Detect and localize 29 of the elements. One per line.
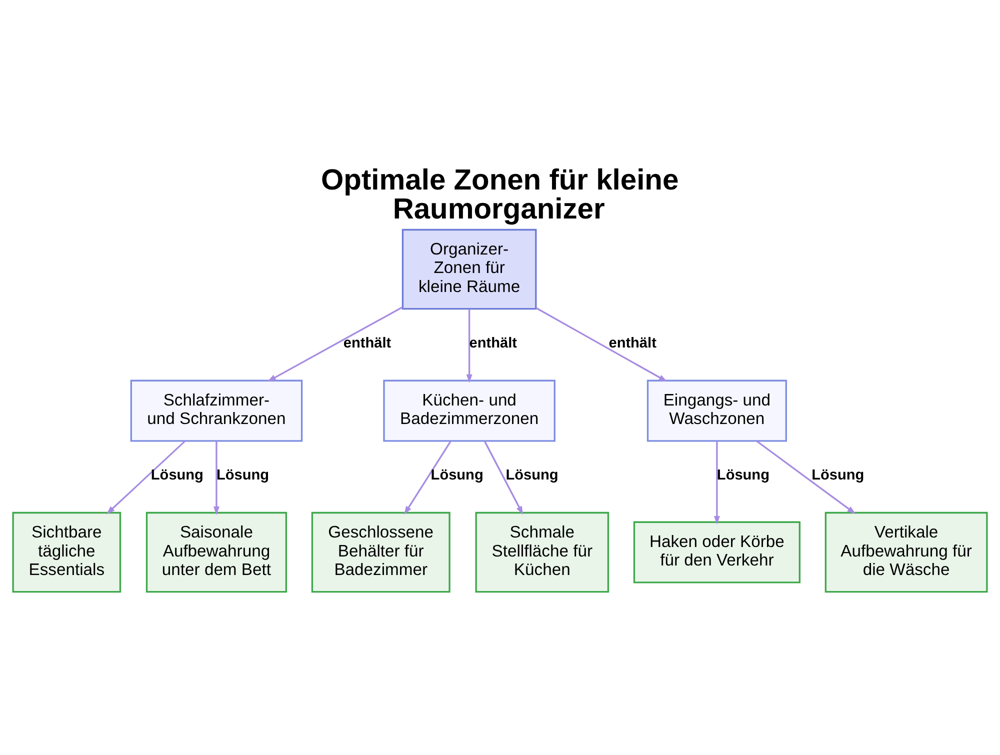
edge-label: Lösung (716, 468, 770, 484)
arrow (106, 440, 186, 514)
node-box: Geschlossene Behälter für Badezimmer (311, 512, 450, 593)
node-box: Küchen- und Badezimmerzonen (383, 380, 556, 442)
node-box: Schmale Stellfläche für Küchen (475, 512, 610, 593)
node-box: Eingangs- und Waschzonen (646, 380, 787, 442)
node-box: Vertikale Aufbewahrung für die Wäsche (824, 512, 988, 593)
edge-label: Lösung (430, 468, 484, 484)
arrow (213, 441, 220, 516)
arrow (536, 307, 668, 382)
node-box: Organizer-Zonen für kleine Räume (402, 228, 537, 310)
node-box: Saisonale Aufbewahrung unter dem Bett (146, 512, 288, 593)
node-box: Haken oder Körbe für den Verkehr (633, 521, 800, 584)
edge-label: enthält (469, 336, 517, 352)
arrow (714, 441, 720, 525)
edge-label: Lösung (812, 468, 864, 484)
diagram-title: Optimale Zonen für kleine Raumorganizer (321, 164, 679, 226)
node-box: Sichtbare tägliche Essentials (12, 512, 122, 593)
edge-label: enthält (343, 336, 392, 352)
arrow (756, 440, 856, 514)
edge-label: Lösung (506, 468, 558, 484)
arrow (267, 306, 403, 382)
edge-label: enthält (608, 336, 656, 352)
edge-label: Lösung (216, 468, 269, 484)
arrow (484, 440, 524, 515)
node-box: Schlafzimmer- und Schrankzonen (130, 380, 303, 442)
arrow (404, 440, 452, 515)
arrow (466, 309, 472, 383)
edge-label: Lösung (150, 468, 204, 484)
